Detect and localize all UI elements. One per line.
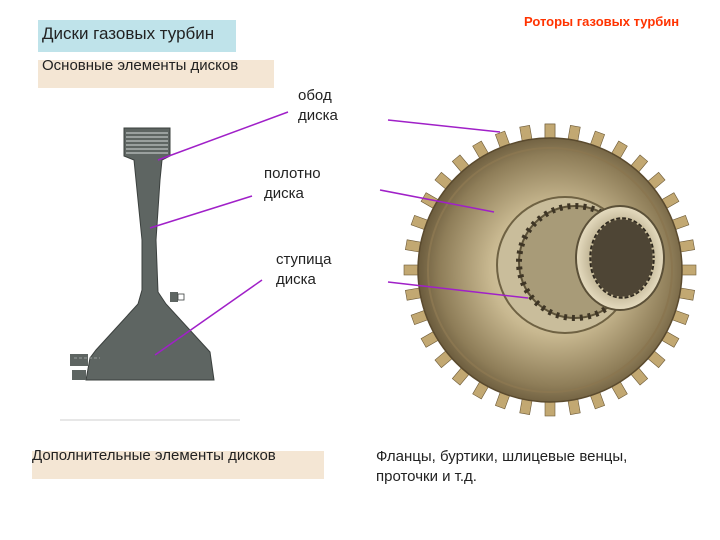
hub-leader-right xyxy=(387,281,529,299)
web-leader-left xyxy=(149,195,253,229)
rim-leader-left xyxy=(157,111,289,161)
label-hub: ступица диска xyxy=(276,251,332,288)
title-text: Диски газовых турбин xyxy=(42,24,215,43)
label-web: полотно диска xyxy=(264,165,321,202)
leader-lines xyxy=(149,111,529,356)
additional-elements-box xyxy=(32,451,324,479)
hub-leader-left xyxy=(154,279,263,356)
label-rim: обод диска xyxy=(298,87,338,124)
additional-elements-text: Дополнительные элементы дисков xyxy=(32,447,276,464)
web-leader-right xyxy=(379,189,495,213)
main-elements-text: Основные элементы дисков xyxy=(42,57,239,74)
turbine-disc-illustration xyxy=(403,123,697,417)
additional-elements-description: Фланцы, буртики, шлицевые венцы, проточк… xyxy=(376,448,628,485)
header-title: Роторы газовых турбин xyxy=(524,14,680,29)
title-box xyxy=(38,20,236,52)
rim-leader-right xyxy=(387,119,501,133)
main-elements-box xyxy=(38,60,274,88)
disc-cross-section-drawing xyxy=(60,127,240,421)
